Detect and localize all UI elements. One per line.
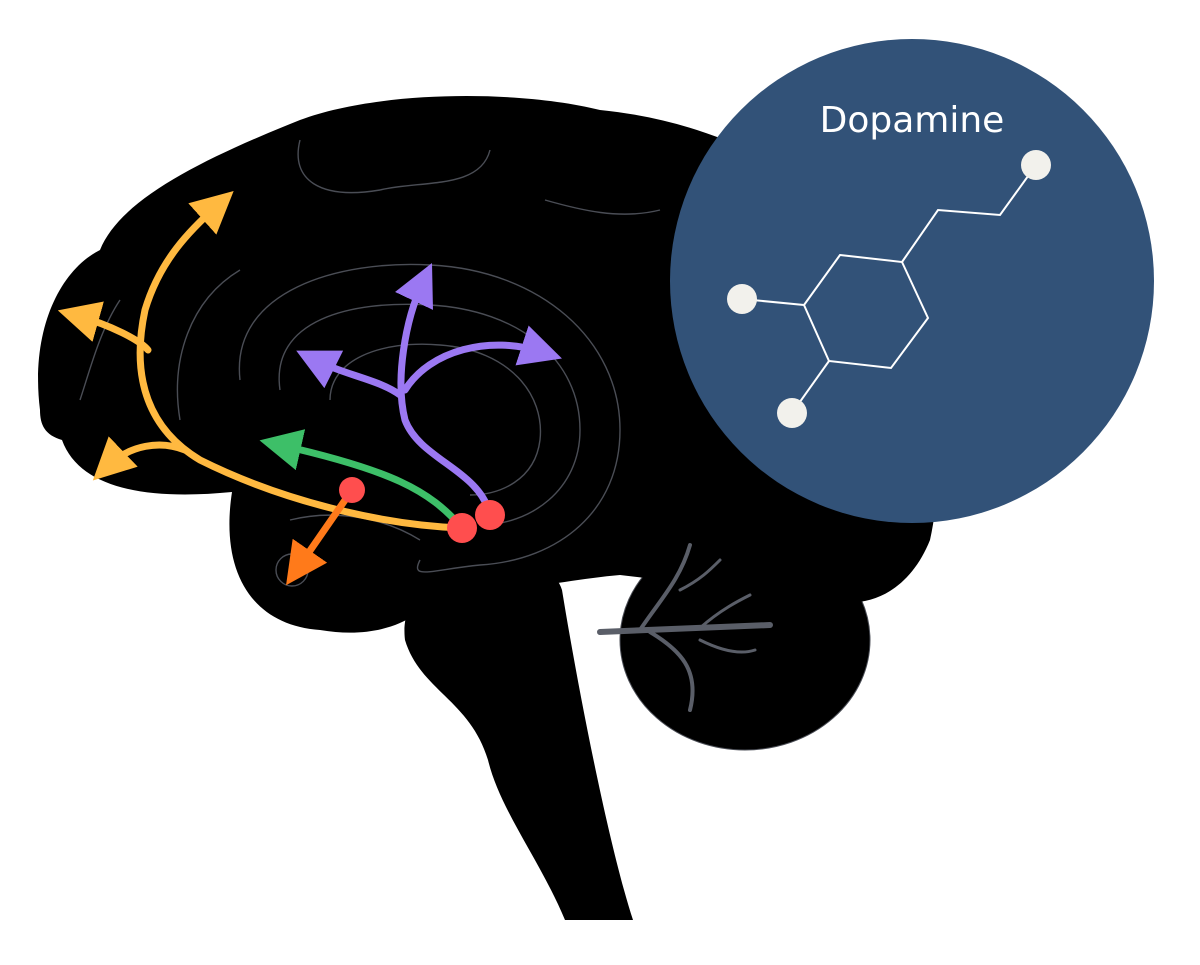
hydroxyl-atom — [777, 398, 807, 428]
vta-nucleus — [447, 513, 477, 543]
brain-folds — [79, 139, 661, 587]
tuberoinfundibular-pathway — [286, 486, 356, 586]
mesocortical-branch-front — [57, 301, 152, 354]
molecule-label: Dopamine — [820, 100, 1005, 141]
mesocortical-branch-lower — [92, 436, 189, 481]
brainstem — [404, 560, 633, 920]
nigrostriatal-branch-left — [296, 350, 404, 399]
substantia-nigra-nucleus — [475, 500, 505, 530]
cerebellum-arbor-vitae — [597, 543, 773, 712]
dopamine-molecule-callout: Dopamine — [670, 39, 1154, 523]
side-chain-bond — [901, 164, 1037, 263]
nigrostriatal-branch-right — [401, 325, 562, 394]
amine-atom — [1021, 150, 1051, 180]
dopamine-pathways — [57, 191, 562, 586]
nigrostriatal-pathway — [395, 263, 494, 519]
hydroxyl-atom — [727, 284, 757, 314]
mesolimbic-pathway — [259, 429, 466, 532]
hypothalamus-nucleus — [339, 477, 365, 503]
mesocortical-pathway — [136, 191, 466, 532]
